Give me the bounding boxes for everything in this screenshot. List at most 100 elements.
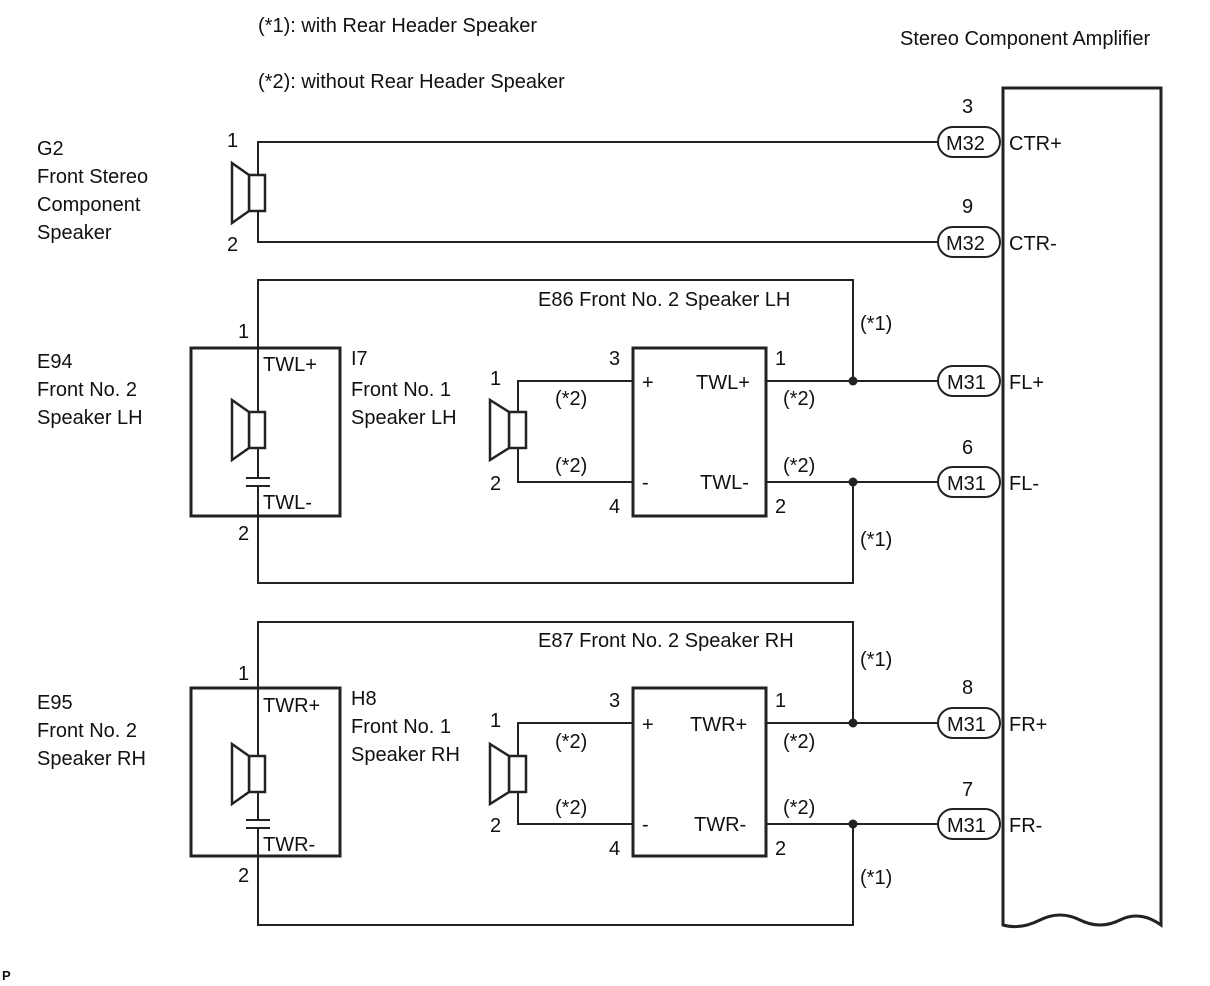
lh-note2-in-minus: (*2): [555, 455, 587, 477]
rh-speaker1-icon: [488, 741, 528, 807]
rh-tweeter-name-line1: Front No. 2: [37, 720, 137, 742]
amp-terminal-fr-minus: 7 M31 FR-: [937, 779, 1042, 840]
lh-tweeter-pin-bottom: 2: [238, 523, 249, 545]
lh-tweeter-pin-top: 1: [238, 321, 249, 343]
lh-note2-in-plus: (*2): [555, 388, 587, 410]
amp-signal: CTR-: [1009, 233, 1057, 255]
amplifier-body: [1001, 86, 1163, 929]
rh-speaker1-name-line2: Speaker RH: [351, 744, 460, 766]
rh-unit-out-plus: TWR+: [690, 714, 747, 736]
rh-note2-in-plus: (*2): [555, 731, 587, 753]
lh-tweeter-plus-label: TWL+: [263, 354, 317, 376]
rh-speaker1-id: H8: [351, 688, 377, 710]
lh-note2-out-minus: (*2): [783, 455, 815, 477]
lh-unit-pin3: 3: [609, 348, 620, 370]
rh-unit-pin3: 3: [609, 690, 620, 712]
note-with-rear-header: (*1): with Rear Header Speaker: [258, 15, 537, 37]
amp-signal: FL-: [1009, 473, 1039, 495]
rh-note2-out-plus: (*2): [783, 731, 815, 753]
amp-pin: 8: [962, 677, 973, 699]
lh-tweeter-name-line2: Speaker LH: [37, 407, 143, 429]
amp-terminal-fl-plus: 2 M31 FL+: [937, 364, 1044, 397]
g2-wire-minus: [257, 211, 938, 243]
corner-mark: P: [2, 968, 11, 983]
lh-speaker1-pin-1: 1: [490, 368, 501, 390]
rh-tweeter-minus-label: TWR-: [263, 834, 315, 856]
rh-tweeter-pin-bottom: 2: [238, 865, 249, 887]
rh-section: E95 Front No. 2 Speaker RH 1 2 TWR+ TWR-…: [37, 621, 938, 926]
amp-pin: 9: [962, 196, 973, 218]
rh-unit-pin2: 2: [775, 838, 786, 860]
rh-speaker1-pin-1: 1: [490, 710, 501, 732]
amplifier-label: Stereo Component Amplifier: [900, 28, 1150, 50]
rh-speaker1-pin-2: 2: [490, 815, 501, 837]
lh-speaker1-name-line1: Front No. 1: [351, 379, 451, 401]
amp-signal: FR+: [1009, 714, 1047, 736]
amp-connector-id: M31: [947, 372, 986, 394]
amp-signal: FR-: [1009, 815, 1042, 837]
g2-speaker-icon: [230, 160, 267, 226]
rh-unit-pin1: 1: [775, 690, 786, 712]
lh-unit-label: E86 Front No. 2 Speaker LH: [538, 289, 790, 311]
amp-terminal-ctr-minus: 9 M32 CTR-: [937, 196, 1057, 258]
g2-name-line3: Speaker: [37, 222, 112, 244]
amp-connector-id: M32: [946, 233, 985, 255]
lh-note1-top: (*1): [860, 313, 892, 335]
g2-name-line2: Component: [37, 194, 141, 216]
lh-unit-box: [631, 346, 768, 518]
amp-terminal-fl-minus: 6 M31 FL-: [937, 437, 1039, 498]
amp-connector-id: M32: [946, 133, 985, 155]
lh-unit-in-minus: -: [642, 472, 649, 494]
lh-speaker1-icon: [488, 397, 528, 463]
g2-wire-plus: [257, 141, 938, 175]
lh-tweeter-name-line1: Front No. 2: [37, 379, 137, 401]
lh-speaker1-pin-2: 2: [490, 473, 501, 495]
amp-signal: FL+: [1009, 372, 1044, 394]
rh-tweeter-pin-top: 1: [238, 663, 249, 685]
g2-pin-1: 1: [227, 130, 238, 152]
lh-unit-out-plus: TWL+: [696, 372, 750, 394]
rh-tweeter-name-line2: Speaker RH: [37, 748, 146, 770]
lh-unit-pin2: 2: [775, 496, 786, 518]
rh-bypass-wire-top: [257, 621, 854, 723]
amp-terminal-ctr-plus: 3 M32 CTR+: [937, 96, 1062, 158]
amp-signal: CTR+: [1009, 133, 1062, 155]
rh-unit-box: [631, 686, 768, 858]
lh-note2-out-plus: (*2): [783, 388, 815, 410]
rh-tweeter-plus-label: TWR+: [263, 695, 320, 717]
amp-connector-id: M31: [947, 473, 986, 495]
lh-unit-in-plus: +: [642, 372, 654, 394]
lh-bypass-wire-top: [257, 279, 854, 381]
rh-unit-out-minus: TWR-: [694, 814, 746, 836]
lh-tweeter-icon: [230, 397, 267, 463]
amp-pin: 3: [962, 96, 973, 118]
rh-unit-in-minus: -: [642, 814, 649, 836]
rh-unit-pin4: 4: [609, 838, 620, 860]
note-without-rear-header: (*2): without Rear Header Speaker: [258, 71, 565, 93]
rh-tweeter-id: E95: [37, 692, 73, 714]
lh-tweeter-id: E94: [37, 351, 73, 373]
g2-id: G2: [37, 138, 64, 160]
rh-note2-in-minus: (*2): [555, 797, 587, 819]
rh-tweeter-icon: [230, 741, 267, 807]
lh-unit-pin4: 4: [609, 496, 620, 518]
rh-note1-top: (*1): [860, 649, 892, 671]
lh-speaker1-id: I7: [351, 348, 368, 370]
amp-pin: 7: [962, 779, 973, 801]
rh-note2-out-minus: (*2): [783, 797, 815, 819]
rh-speaker1-name-line1: Front No. 1: [351, 716, 451, 738]
lh-note1-bottom: (*1): [860, 529, 892, 551]
rh-unit-label: E87 Front No. 2 Speaker RH: [538, 630, 794, 652]
lh-bypass-wire-bottom: [257, 482, 854, 584]
g2-name-line1: Front Stereo: [37, 166, 148, 188]
lh-speaker1-name-line2: Speaker LH: [351, 407, 457, 429]
rh-unit-in-plus: +: [642, 714, 654, 736]
lh-unit-out-minus: TWL-: [700, 472, 749, 494]
amp-connector-id: M31: [947, 714, 986, 736]
rh-note1-bottom: (*1): [860, 867, 892, 889]
rh-bypass-wire-bottom: [257, 824, 854, 926]
lh-unit-pin1: 1: [775, 348, 786, 370]
lh-section: E94 Front No. 2 Speaker LH 1 2 TWL+ TWL-…: [37, 279, 938, 584]
lh-tweeter-minus-label: TWL-: [263, 492, 312, 514]
